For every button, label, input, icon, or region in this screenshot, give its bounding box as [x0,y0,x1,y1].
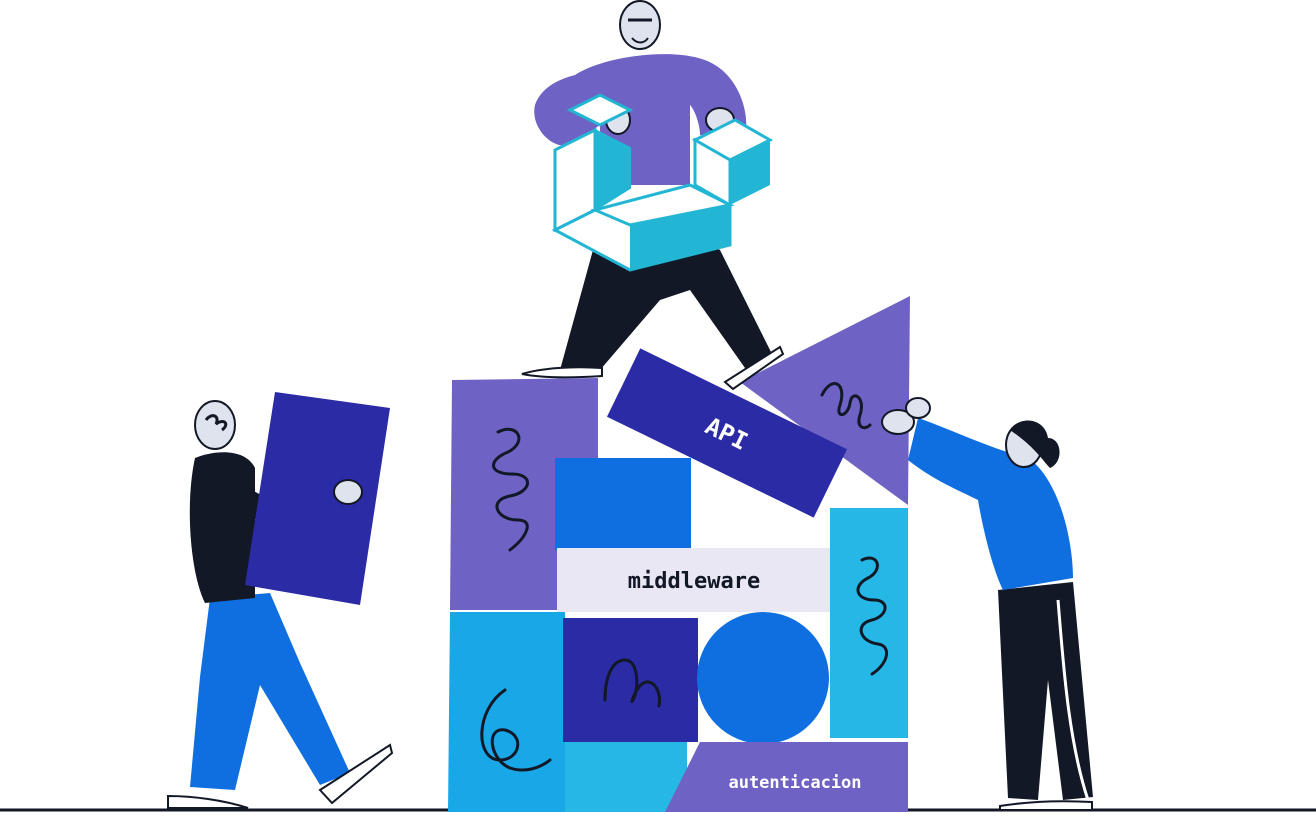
middleware-label: middleware [628,569,760,594]
person-right [881,397,1093,811]
person-top-shoe-left [521,366,603,379]
squiggle-right [856,556,888,676]
person-left-hand [333,479,363,505]
person-top-head [619,0,661,50]
person-left-shoe-back [167,794,249,809]
navy-square [563,618,698,742]
squiggle-navy [603,658,661,708]
lavender-triangle [740,296,910,505]
person-top-torso [534,54,747,185]
person-left [167,392,394,809]
person-left-glasses [204,414,228,432]
person-left-legs [190,593,350,790]
carried-navy-panel [245,392,390,605]
squiggle-left-upper [492,427,529,552]
cyan-strip-bottom [565,742,687,812]
block-stack: middleware autenticacion API [448,296,910,812]
squiggle-bottom-left [480,688,552,772]
person-right-hand-upper [905,397,931,419]
person-top [521,0,785,391]
carried-bracket-shape [551,93,774,272]
blue-circle [697,612,829,744]
person-right-legs [998,582,1093,800]
person-right-shoe [999,800,1093,811]
person-left-shoe-front [318,743,394,805]
person-right-hair [1010,420,1060,468]
person-top-legs [560,240,775,370]
person-right-leg-stripe [1056,599,1090,801]
middleware-bar [557,548,830,612]
person-left-head [194,400,236,450]
api-block: API [606,348,848,518]
person-top-shoe-right [723,345,785,391]
person-top-beard [631,37,649,44]
person-left-torso [189,452,255,603]
squiggle-triangle [820,382,872,430]
person-right-hand-lower [881,409,915,435]
autenticacion-label: autenticacion [728,773,861,793]
cyan-block-bottom-left [448,612,568,812]
autenticacion-block [665,742,908,812]
royal-blue-square [555,458,691,550]
cyan-block-right [830,508,908,738]
